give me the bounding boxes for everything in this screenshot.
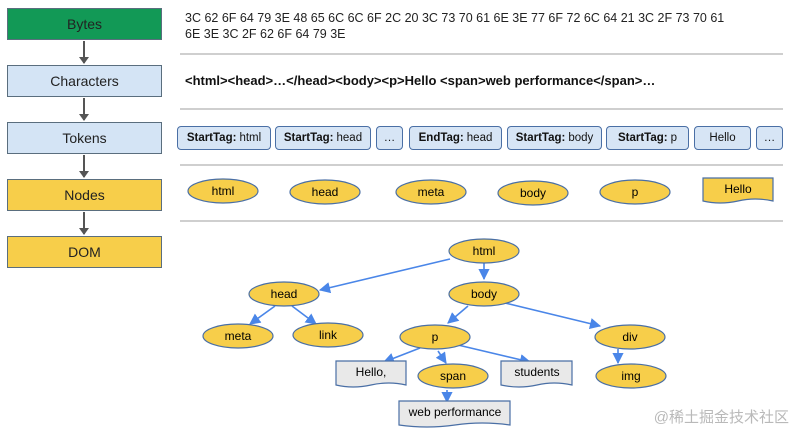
stage-tokens-label: Tokens [62,130,107,146]
dom-node-span-label: span [440,369,466,383]
token-kind: StartTag: [283,132,334,144]
dom-node-body-label: body [471,287,497,301]
stage-nodes-label: Nodes [64,187,105,203]
dom-node-img-label: img [621,369,640,383]
dom-node-span: span [417,363,489,389]
dom-text-web-performance: web performance [398,400,511,428]
bytes-line-2: 6E 3E 3C 2F 62 6F 64 79 3E [185,27,346,41]
token-starttag-head: StartTag:head [275,126,371,150]
stage-characters-label: Characters [50,73,119,89]
divider-3 [180,164,783,166]
dom-text-hello: Hello, [335,360,407,388]
dom-node-p-label: p [432,330,439,344]
node-body: body [497,180,569,206]
dom-node-body: body [448,281,520,307]
node-p-label: p [632,185,639,199]
dom-node-meta: meta [202,323,274,349]
node-hello-text: Hello [702,177,774,204]
edge-head-meta [249,305,276,325]
token-kind: EndTag: [418,132,464,144]
stage-dom-label: DOM [68,244,101,260]
divider-1 [180,53,783,55]
token-name: p [670,132,678,144]
node-body-label: body [520,186,546,200]
edge-p-hello [382,347,421,364]
dom-node-meta-label: meta [225,329,252,343]
edge-body-p [447,305,469,324]
token-starttag-body: StartTag:body [507,126,602,150]
arrow-characters-to-tokens [79,98,89,121]
arrow-nodes-to-dom [79,212,89,235]
stage-bytes-label: Bytes [66,16,102,32]
stage-nodes: Nodes [7,179,162,211]
arrow-bytes-to-characters [79,41,89,64]
dom-node-p: p [399,324,471,350]
watermark: @稀土掘金技术社区 [653,409,789,426]
divider-4 [180,220,783,222]
dom-text-students-label: students [514,365,559,379]
token-endtag-head: EndTag:head [409,126,502,150]
token-ellipsis-end: … [756,126,783,150]
dom-node-link-label: link [319,328,338,342]
token-name: head [336,132,363,144]
token-starttag-html: StartTag:html [177,126,271,150]
edge-html-head [318,258,451,294]
dom-text-students: students [500,360,573,388]
node-head-label: head [312,185,339,199]
dom-node-div-label: div [622,330,637,344]
node-p: p [599,179,671,205]
stage-dom: DOM [7,236,162,268]
edge-p-students [457,344,532,366]
dom-node-head: head [248,281,320,307]
dom-node-link: link [292,322,364,348]
dom-text-hello-label: Hello, [356,365,387,379]
token-hello: Hello [694,126,751,150]
token-kind: StartTag: [617,132,668,144]
token-kind: StartTag: [186,132,237,144]
edge-body-div [504,302,602,330]
node-html: html [187,178,259,204]
dom-node-img: img [595,363,667,389]
characters-text: <html><head>…</head><body><p>Hello <span… [185,73,656,88]
dom-edges [249,258,624,404]
token-name: body [568,132,594,144]
divider-2 [180,108,783,110]
token-starttag-p: StartTag:p [606,126,689,150]
edge-p-span [435,350,447,364]
dom-text-web-performance-label: web performance [408,405,502,419]
token-name: html [239,132,262,144]
dom-node-div: div [594,324,666,350]
stage-characters: Characters [7,65,162,97]
stage-tokens: Tokens [7,122,162,154]
token-name: … [383,132,396,144]
token-ellipsis: … [376,126,403,150]
node-meta-label: meta [418,185,445,199]
edge-head-link [291,305,317,325]
node-hello-label: Hello [724,182,752,196]
bytes-hex: 3C 62 6F 64 79 3E 48 65 6C 6C 6F 2C 20 3… [185,10,785,42]
token-kind: StartTag: [515,132,566,144]
node-html-label: html [212,184,235,198]
node-head: head [289,179,361,205]
token-name: Hello [709,132,736,144]
bytes-line-1: 3C 62 6F 64 79 3E 48 65 6C 6C 6F 2C 20 3… [185,11,725,25]
dom-node-html-label: html [473,244,496,258]
token-name: head [466,132,493,144]
stage-bytes: Bytes [7,8,162,40]
dom-node-head-label: head [271,287,298,301]
arrow-tokens-to-nodes [79,155,89,178]
token-name: … [763,132,776,144]
node-meta: meta [395,179,467,205]
dom-node-html: html [448,238,520,264]
